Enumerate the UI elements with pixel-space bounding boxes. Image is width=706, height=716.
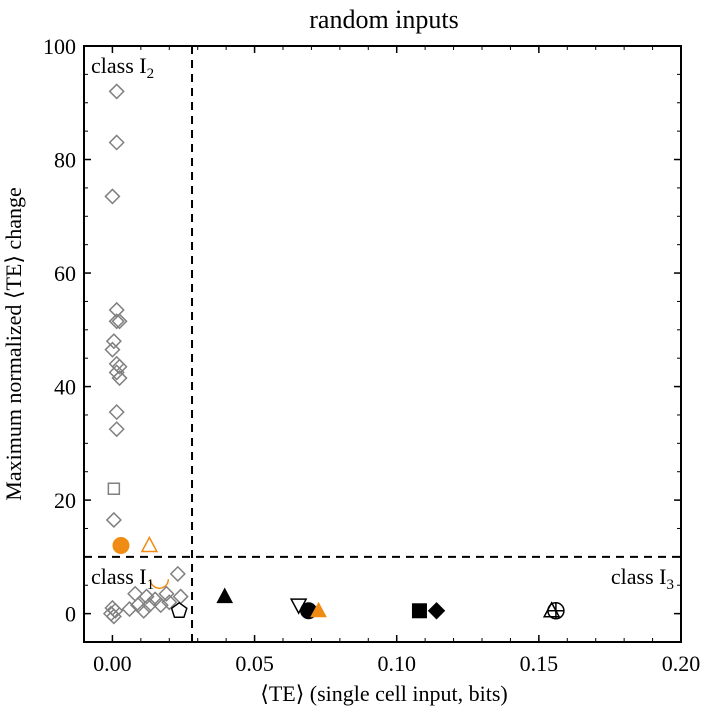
- y-tick-label: 20: [54, 488, 76, 513]
- region-label-class-i2: class I2: [91, 53, 154, 82]
- data-point-diamond-open: [108, 421, 125, 438]
- chart-title: random inputs: [309, 5, 459, 34]
- region-label-class-i3: class I3: [611, 564, 674, 593]
- data-point-diamond-open: [169, 565, 186, 582]
- data-point-diamond-open: [138, 588, 155, 605]
- data-point-triangle-up-filled: [216, 587, 234, 604]
- y-tick-label: 40: [54, 375, 76, 400]
- data-point-diamond-open: [108, 404, 125, 421]
- y-tick-label: 60: [54, 261, 76, 286]
- y-tick-label: 0: [65, 602, 76, 627]
- data-point-diamond-open: [104, 341, 121, 358]
- data-point-square-filled: [411, 603, 427, 619]
- x-axis-label: ⟨TE⟩ (single cell input, bits): [260, 681, 508, 706]
- region-label-class-i1: class I1: [91, 564, 154, 593]
- data-point-square-open: [107, 482, 121, 495]
- x-tick-label: 0.00: [93, 651, 132, 676]
- data-point-diamond-open: [135, 602, 152, 619]
- data-point-diamond-open: [108, 134, 125, 151]
- data-point-diamond-open: [111, 369, 128, 387]
- x-tick-label: 0.20: [662, 651, 701, 676]
- data-point-triangle-up-open: [140, 535, 159, 553]
- data-point-triangle-up-filled: [310, 601, 327, 618]
- data-point-diamond-open: [158, 585, 175, 602]
- data-point-diamond-open: [104, 188, 121, 205]
- x-tick-label: 0.15: [520, 651, 559, 676]
- data-point-circle-filled: [112, 537, 130, 555]
- data-point-diamond-open: [105, 333, 122, 350]
- data-point-diamond-open: [108, 364, 125, 381]
- data-point-diamond-open: [111, 358, 128, 375]
- data-point-diamond-open: [111, 313, 128, 330]
- threshold-lines: [84, 46, 681, 642]
- x-tick-label: 0.05: [235, 651, 274, 676]
- plot-frame: [83, 45, 682, 643]
- axis-ticks: [83, 45, 682, 642]
- data-point-diamond-open: [108, 83, 125, 100]
- y-axis-label: Maximum normalized ⟨TE⟩ change: [1, 187, 26, 500]
- data-point-diamond-open: [107, 602, 124, 619]
- data-point-diamond-filled: [427, 602, 446, 620]
- data-point-diamond-open: [108, 313, 125, 330]
- data-point-diamond-open: [121, 601, 138, 618]
- data-point-circle-plus-open: [547, 602, 565, 620]
- data-point-diamond-open: [161, 594, 178, 611]
- axis-tick-labels: 0.00 0.05 0.10 0.15 0.20 0 20 40 60 80 100: [43, 34, 700, 676]
- data-point-diamond-open: [105, 511, 122, 529]
- x-tick-label: 0.10: [377, 651, 416, 676]
- data-point-diamond-open: [105, 608, 122, 625]
- data-point-diamond-open: [127, 585, 144, 602]
- data-point-pentagon-open: [170, 601, 188, 619]
- y-tick-label: 100: [43, 34, 76, 59]
- y-tick-label: 80: [54, 148, 76, 173]
- data-point-cup-open: [149, 579, 170, 589]
- data-point-diamond-open: [152, 597, 169, 614]
- data-markers: [102, 83, 565, 625]
